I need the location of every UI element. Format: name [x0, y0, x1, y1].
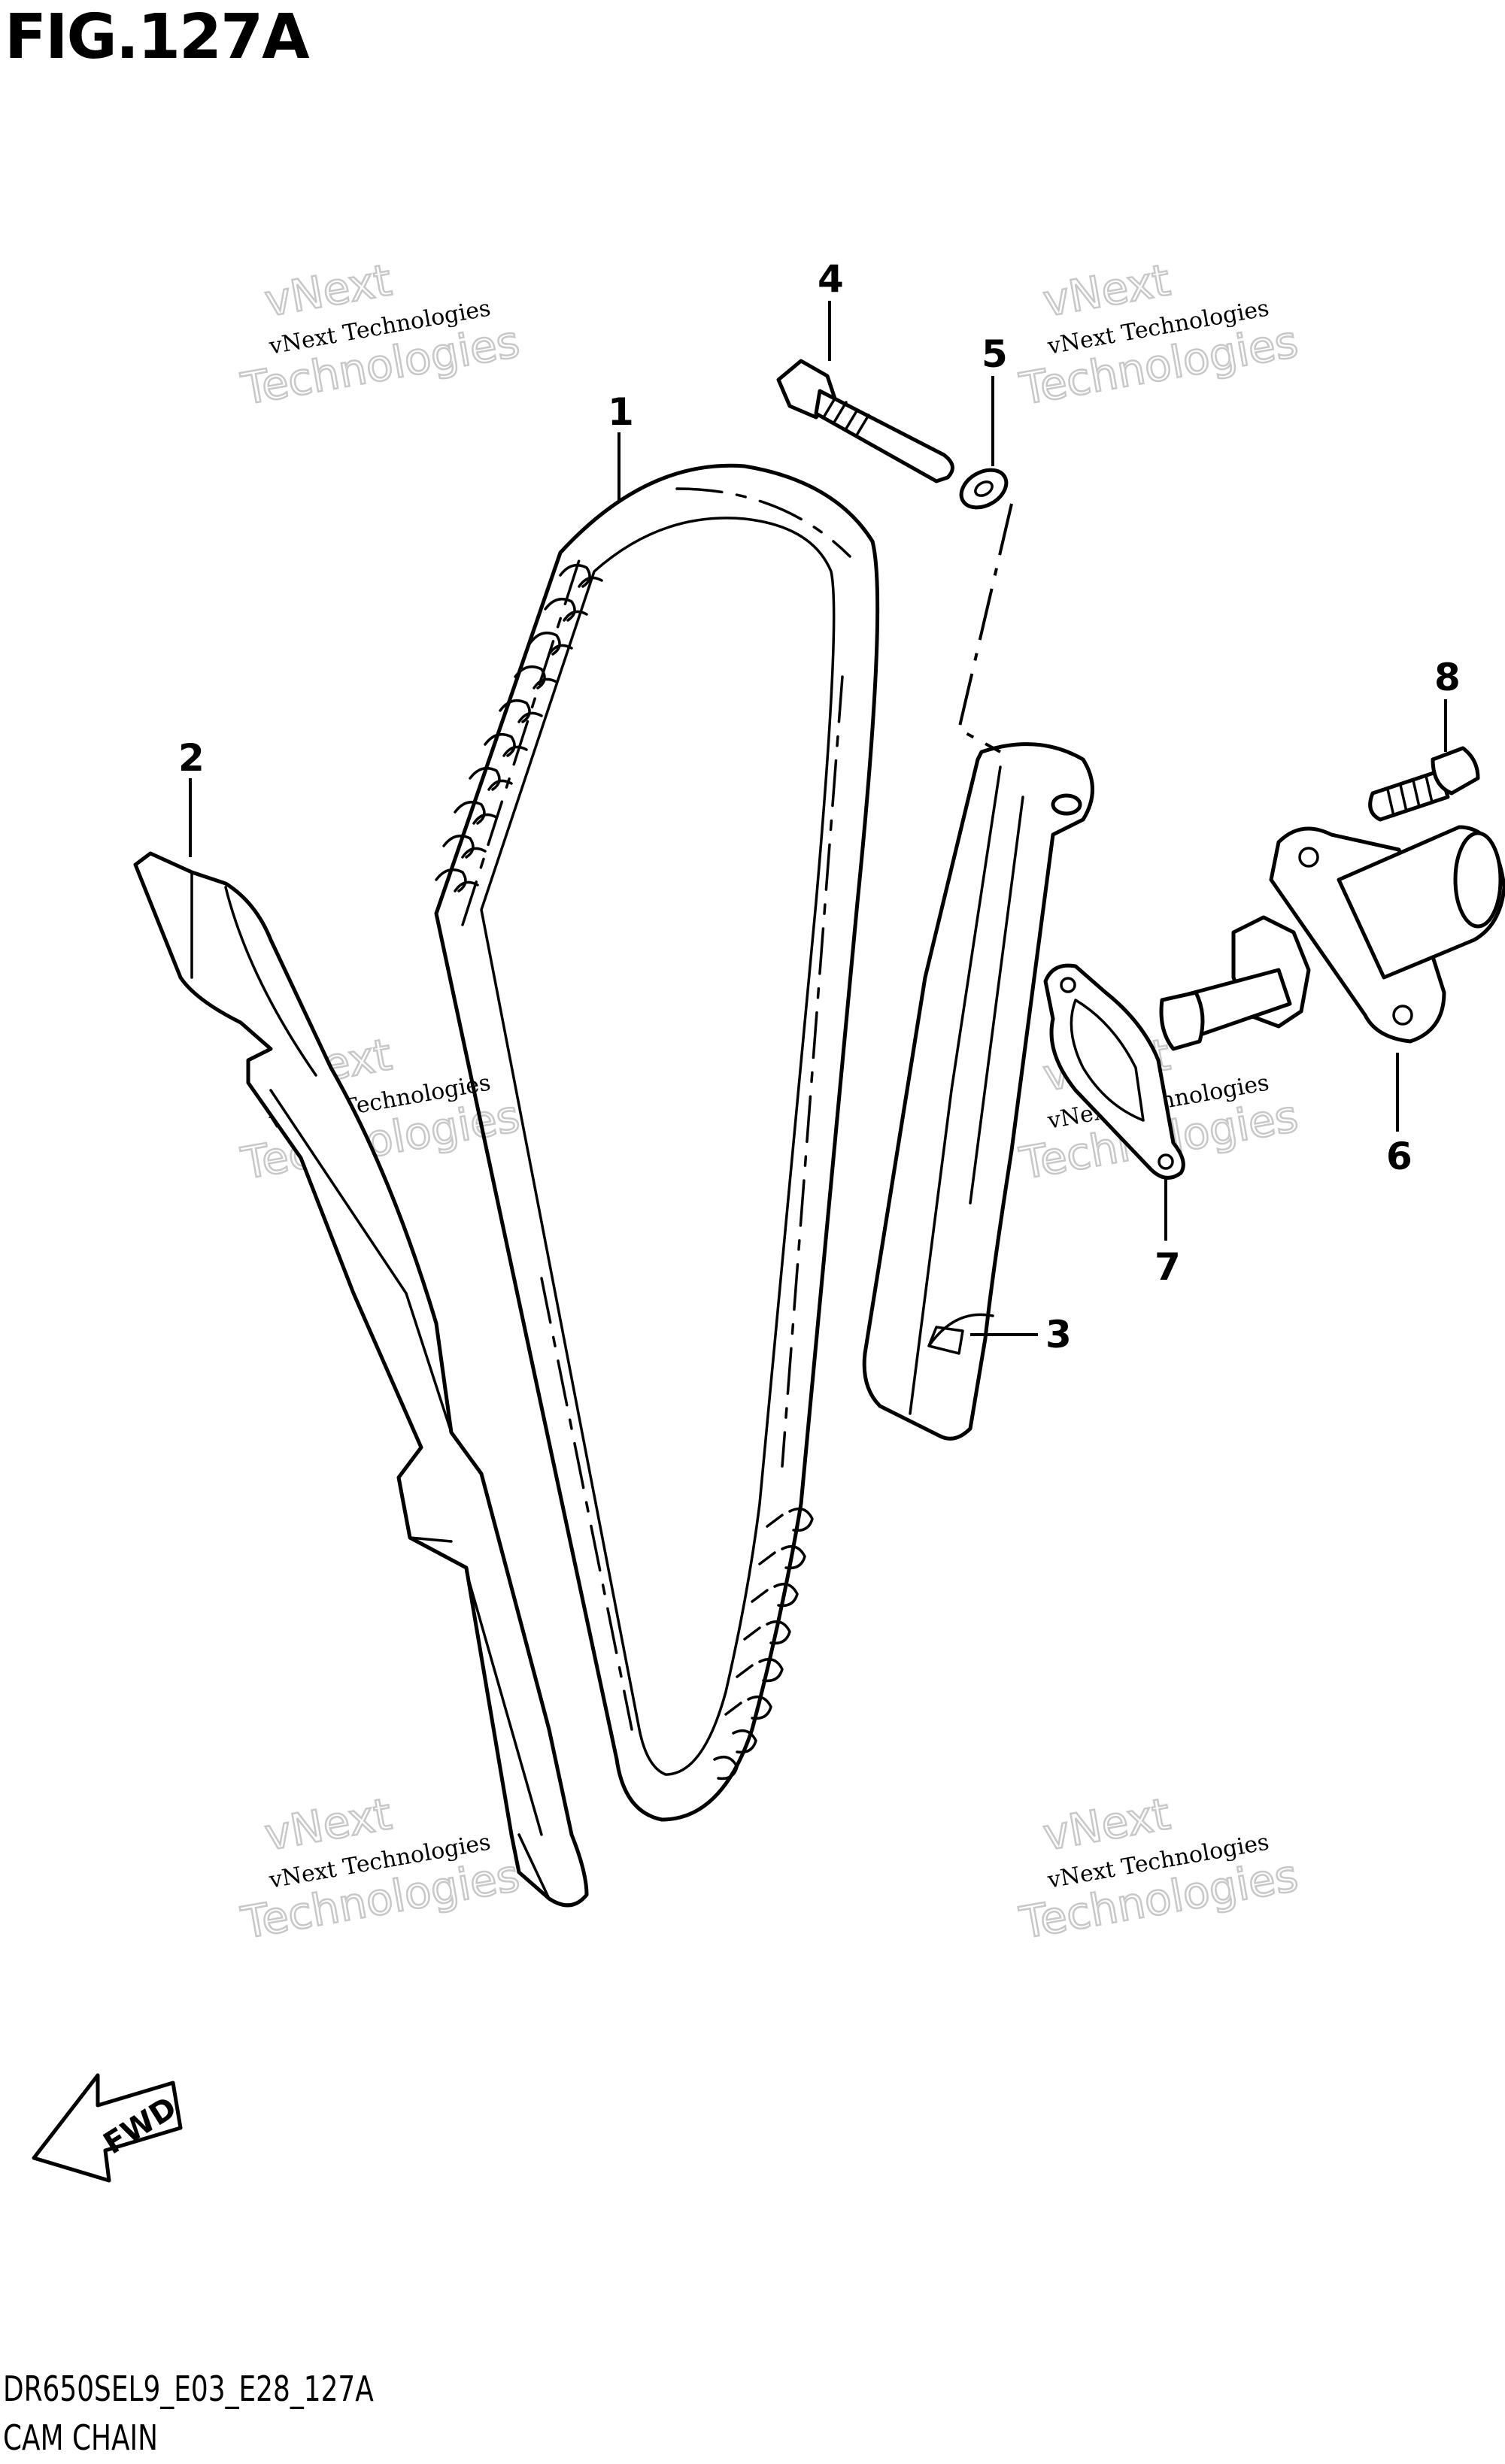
adjuster-rod-tip — [1159, 990, 1205, 1051]
callout-2: 2 — [178, 736, 205, 780]
gasket-inner — [1070, 999, 1145, 1122]
assembly-line — [957, 503, 1013, 753]
cam-chain-inner-edge — [480, 517, 836, 1776]
callout-5: 5 — [982, 332, 1008, 376]
tensioner-guide-rib — [909, 765, 1024, 1415]
tensioner-adjuster — [1159, 825, 1505, 1051]
section-name: CAM CHAIN — [3, 2417, 158, 2458]
cam-chain-mid-dashes — [461, 487, 851, 1731]
bolt-shank — [814, 389, 954, 483]
fwd-arrow-shape — [32, 2073, 183, 2183]
tensioner-guide-pivot-hole — [1051, 793, 1082, 816]
cam-chain-links-lower — [713, 1507, 814, 1781]
gasket-outer — [1043, 963, 1185, 1180]
model-code: DR650SEL9_E03_E28_127A — [3, 2369, 374, 2409]
washer-inner — [974, 480, 994, 497]
adjuster-bolt-hole-bottom — [1392, 1005, 1413, 1026]
front-chain-guide-rib — [190, 871, 551, 1900]
fwd-arrow: FWD — [32, 2073, 183, 2183]
washer — [959, 468, 1009, 510]
callout-6: 6 — [1386, 1135, 1412, 1178]
callout-8: 8 — [1434, 656, 1461, 699]
callout-7: 7 — [1155, 1245, 1181, 1289]
pivot-bolt — [776, 359, 954, 483]
washer-outer — [959, 468, 1009, 510]
callout-numbers: 1 2 3 4 5 6 7 8 — [178, 257, 1461, 1356]
watermark-bottom-left: vNext vNext Technologies Technologies — [237, 1787, 524, 1950]
front-chain-guide — [133, 851, 589, 1908]
figure-title: FIG.127A — [5, 2, 310, 73]
callout-1: 1 — [608, 390, 634, 434]
callout-3: 3 — [1045, 1313, 1072, 1356]
tensioner-guide-body — [862, 742, 1094, 1441]
callout-4: 4 — [818, 257, 844, 301]
bolt-thread-lines — [822, 397, 870, 435]
front-chain-guide-body — [133, 851, 589, 1908]
adjuster-bolt-head — [1431, 746, 1480, 796]
chain-tensioner-guide — [862, 742, 1094, 1441]
adjuster-bolt-hole-top — [1298, 847, 1319, 868]
watermark-top-right: vNext vNext Technologies Technologies — [1015, 253, 1303, 416]
adjuster-bolt-threads — [1386, 774, 1434, 817]
adjuster-end-cap — [1453, 831, 1503, 929]
watermark-top-left: vNext vNext Technologies Technologies — [237, 253, 524, 416]
gasket-hole-top — [1060, 977, 1076, 993]
adjuster-gasket — [1043, 963, 1185, 1180]
cam-chain-outer-edge — [434, 463, 880, 1822]
cam-chain — [434, 463, 880, 1822]
leader-lines — [189, 301, 1447, 1336]
adjuster-bolt — [1368, 746, 1480, 822]
watermark-bottom-right: vNext vNext Technologies Technologies — [1015, 1787, 1303, 1950]
cam-chain-links-upper — [435, 563, 603, 893]
gasket-hole-bottom — [1158, 1153, 1174, 1170]
